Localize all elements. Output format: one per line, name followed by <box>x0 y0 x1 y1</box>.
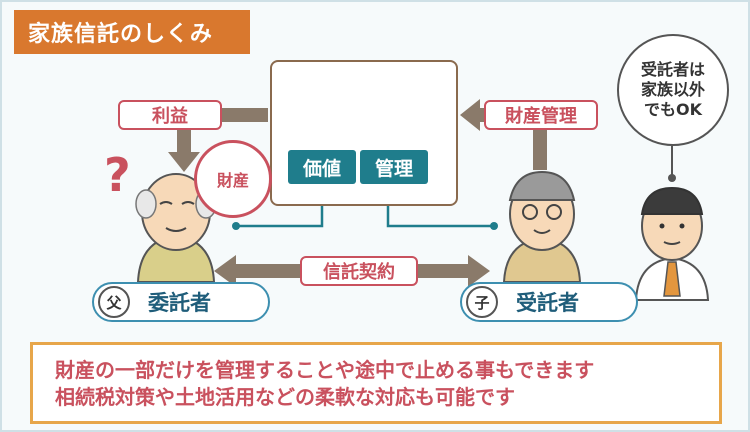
summary-box: 財産の一部だけを管理することや途中で止める事もできます 相続税対策や土地活用など… <box>30 342 722 424</box>
speech-line-1: 受託者は <box>640 60 705 79</box>
speech-bubble: 受託者は 家族以外 でもOK <box>617 34 729 146</box>
settlor-label: 委託者 <box>148 291 211 315</box>
management-label: 管理 <box>360 150 428 184</box>
profit-label: 利益 <box>118 100 222 130</box>
summary-line-2: 相続税対策や土地活用などの柔軟な対応も可能です <box>55 385 515 409</box>
outsider-figure <box>634 186 710 301</box>
trustee-label: 受託者 <box>516 291 579 315</box>
speech-line-3: でもOK <box>643 100 702 119</box>
speech-tail <box>668 146 676 182</box>
son-mark: 子 <box>466 286 498 318</box>
trust-asset-box <box>270 60 458 206</box>
trust-contract-label: 信託契約 <box>300 256 418 286</box>
value-label: 価値 <box>288 150 356 184</box>
father-mark: 父 <box>98 286 130 318</box>
speech-line-2: 家族以外 <box>640 80 705 99</box>
question-mark-icon: ? <box>104 148 131 202</box>
property-management-label: 財産管理 <box>484 100 598 130</box>
page-title: 家族信託のしくみ <box>14 10 250 54</box>
summary-line-1: 財産の一部だけを管理することや途中で止める事もできます <box>55 358 595 382</box>
son-figure <box>502 170 582 283</box>
trustee-role: 子 受託者 <box>460 282 638 322</box>
settlor-role: 父 委託者 <box>92 282 270 322</box>
property-bubble: 財産 <box>194 140 272 218</box>
